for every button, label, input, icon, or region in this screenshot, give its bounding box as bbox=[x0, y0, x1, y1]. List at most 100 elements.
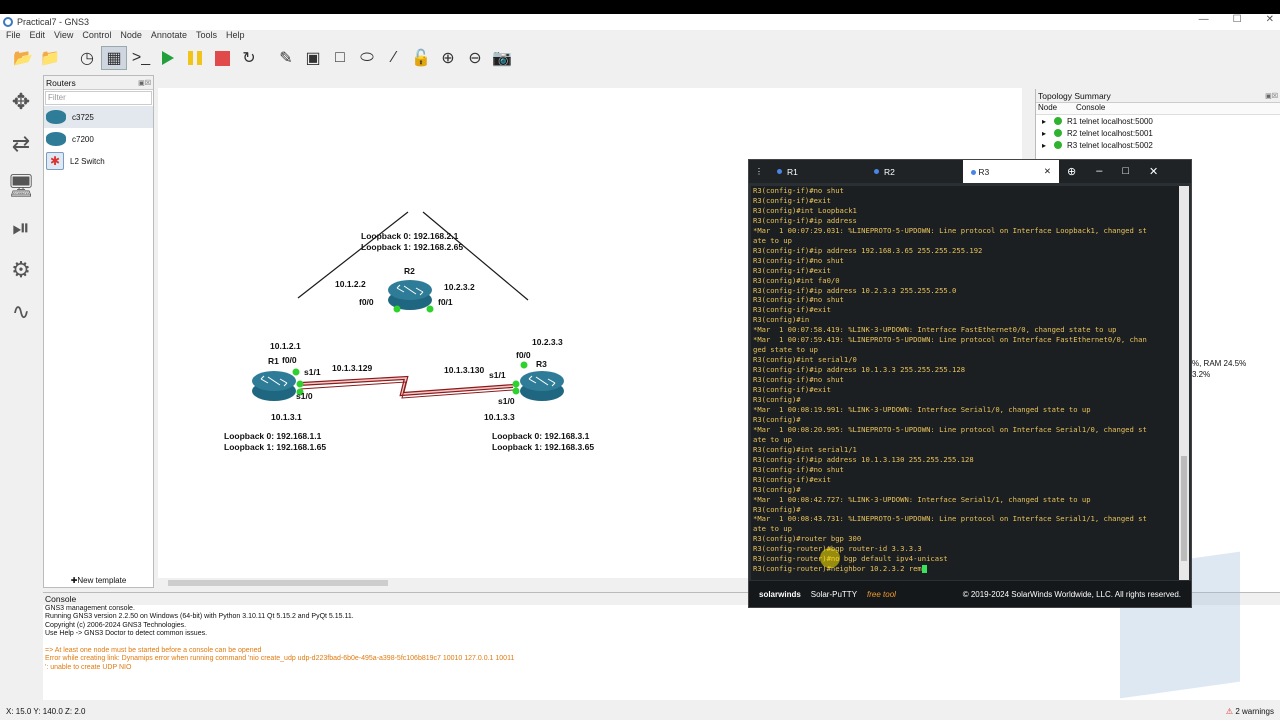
tab-r1[interactable]: R1 bbox=[769, 160, 866, 183]
browse-security-devices-icon[interactable]: ⏯ bbox=[12, 215, 30, 240]
r3-s11-label: s1/1 bbox=[489, 370, 506, 380]
device-item-c7200[interactable]: c7200 bbox=[44, 128, 153, 150]
close-tab-icon[interactable]: ✕ bbox=[1043, 166, 1051, 176]
copyright-text: © 2019-2024 SolarWinds Worldwide, LLC. A… bbox=[962, 589, 1181, 599]
port-r1-s10[interactable] bbox=[296, 388, 304, 396]
r2-ip-left-label: 10.1.2.2 bbox=[335, 279, 366, 289]
menu-annotate[interactable]: Annotate bbox=[150, 30, 187, 40]
column-node[interactable]: Node bbox=[1038, 103, 1058, 112]
console-all-icon[interactable]: >_ bbox=[131, 49, 151, 66]
device-item-l2-switch[interactable]: ✱ L2 Switch bbox=[44, 150, 153, 172]
terminal-output[interactable]: R3(config-if)#no shut R3(config-if)#exit… bbox=[751, 186, 1180, 580]
snapshot-clock-icon[interactable]: ◷ bbox=[80, 50, 94, 67]
r2-ip-right-label: 10.2.3.2 bbox=[444, 282, 475, 292]
device-item-c3725[interactable]: c3725 bbox=[44, 106, 153, 128]
menu-control[interactable]: Control bbox=[82, 30, 112, 40]
port-r3-s10[interactable] bbox=[512, 387, 520, 395]
ellipse-icon[interactable]: ⬭ bbox=[360, 49, 374, 66]
zoom-in-icon[interactable]: ⊕ bbox=[441, 50, 455, 67]
warnings-indicator[interactable]: ⚠ 2 warnings bbox=[1225, 706, 1274, 716]
serial-ip-left-label: 10.1.3.129 bbox=[332, 363, 372, 373]
r2-name-label[interactable]: R2 bbox=[404, 266, 415, 276]
zoom-out-icon[interactable]: ⊖ bbox=[468, 50, 482, 67]
tab-status-icon bbox=[971, 169, 976, 175]
putty-minimize-button[interactable]: – bbox=[1096, 165, 1103, 177]
tab-r3[interactable]: R3✕ bbox=[963, 160, 1059, 183]
router-r2[interactable] bbox=[388, 280, 432, 310]
topology-row-r1[interactable]: ▸R1 telnet localhost:5000 bbox=[1042, 116, 1153, 126]
menu-node[interactable]: Node bbox=[120, 30, 142, 40]
menu-file[interactable]: File bbox=[6, 30, 21, 40]
insert-image-icon[interactable]: ▣ bbox=[305, 50, 321, 67]
port-r3-f00[interactable] bbox=[520, 361, 528, 369]
browse-switches-icon[interactable]: ⇄ bbox=[11, 131, 31, 156]
product-name: Solar-PuTTY bbox=[810, 589, 858, 599]
compute-resource-text: %, RAM 24.5% 3.2% bbox=[1192, 359, 1247, 379]
serial-link-s10[interactable] bbox=[299, 381, 514, 399]
topology-row-r3[interactable]: ▸R3 telnet localhost:5002 bbox=[1042, 140, 1153, 150]
line-icon[interactable]: ∕ bbox=[392, 49, 396, 66]
column-console[interactable]: Console bbox=[1076, 103, 1106, 112]
maximize-button[interactable]: ☐ bbox=[1232, 14, 1242, 25]
putty-maximize-button[interactable]: □ bbox=[1122, 165, 1129, 177]
router-r3[interactable] bbox=[520, 371, 564, 401]
new-template-button[interactable]: ✚New template bbox=[70, 576, 127, 585]
tab-status-icon bbox=[777, 169, 782, 174]
port-r3-s11[interactable] bbox=[512, 380, 520, 388]
rectangle-icon[interactable]: □ bbox=[335, 49, 345, 66]
browse-end-devices-icon[interactable]: 🖥 bbox=[7, 173, 35, 198]
show-interfaces-icon[interactable]: ▦ bbox=[101, 46, 127, 70]
browse-routers-icon[interactable]: ✥ bbox=[11, 89, 31, 114]
terminal-tab-bar: ⋮ R1 R2 R3✕ ⊕ – □ ✕ bbox=[749, 160, 1191, 183]
menu-view[interactable]: View bbox=[54, 30, 74, 40]
new-session-icon[interactable]: ⊕ bbox=[1067, 166, 1077, 178]
link-r2-r3[interactable] bbox=[422, 211, 529, 301]
routers-panel: Routers ▣☒ Filter c3725 c7200 ✱ L2 Switc… bbox=[43, 75, 154, 588]
panel-float-close-icon[interactable]: ▣☒ bbox=[138, 79, 151, 87]
terminal-scrollbar[interactable] bbox=[1179, 186, 1189, 580]
r3-name-label[interactable]: R3 bbox=[536, 359, 547, 369]
stop-icon[interactable] bbox=[209, 46, 235, 70]
r2-loopback0-label: Loopback 0: 192.168.2.1 bbox=[361, 231, 459, 241]
reload-icon[interactable]: ↻ bbox=[242, 50, 256, 67]
start-icon[interactable] bbox=[155, 46, 181, 70]
menu-bar: File Edit View Control Node Annotate Too… bbox=[0, 30, 1280, 42]
r1-s10-label: s1/0 bbox=[296, 391, 313, 401]
console-line: Running GNS3 version 2.2.50 on Windows (… bbox=[45, 613, 354, 621]
suspend-icon[interactable] bbox=[182, 46, 208, 70]
tab-r2[interactable]: R2 bbox=[866, 160, 963, 183]
open-folder-icon[interactable]: 📂 bbox=[13, 50, 33, 67]
open-project-icon[interactable]: 📁 bbox=[40, 50, 60, 67]
cursor-coordinates: X: 15.0 Y: 140.0 Z: 2.0 bbox=[6, 706, 86, 716]
menu-edit[interactable]: Edit bbox=[29, 30, 46, 40]
status-bar: X: 15.0 Y: 140.0 Z: 2.0 ⚠ 2 warnings bbox=[0, 702, 1280, 720]
status-dot-icon bbox=[1054, 117, 1063, 125]
browse-all-devices-icon[interactable]: ⚙ bbox=[11, 257, 31, 282]
putty-close-button[interactable]: ✕ bbox=[1149, 166, 1159, 178]
menu-help[interactable]: Help bbox=[225, 30, 245, 40]
port-r1-s11[interactable] bbox=[296, 380, 304, 388]
add-link-icon[interactable]: ∿ bbox=[11, 299, 31, 324]
panel-float-close-icon[interactable]: ▣☒ bbox=[1265, 92, 1278, 100]
gns3-window: Practical7 - GNS3 — ☐ ✕ File Edit View C… bbox=[0, 14, 1280, 720]
canvas-horizontal-scrollbar[interactable] bbox=[158, 578, 1022, 588]
screenshot-icon[interactable]: 📷 bbox=[492, 50, 512, 67]
menu-tools[interactable]: Tools bbox=[195, 30, 217, 40]
r1-name-label[interactable]: R1 bbox=[268, 356, 279, 366]
router-r1[interactable] bbox=[252, 371, 296, 401]
gns3-app-icon bbox=[3, 17, 13, 27]
port-r1-f00[interactable] bbox=[292, 368, 300, 376]
topology-row-r2[interactable]: ▸R2 telnet localhost:5001 bbox=[1042, 128, 1153, 138]
port-r2-f01[interactable] bbox=[426, 305, 434, 313]
device-type-bar: ✥ ⇄ 🖥 ⏯ ⚙ ∿ bbox=[0, 74, 42, 694]
lock-icon[interactable]: 🔓 bbox=[411, 50, 431, 67]
minimize-button[interactable]: — bbox=[1198, 14, 1209, 25]
menu-dots-icon[interactable]: ⋮ bbox=[754, 166, 764, 176]
free-tool-label: free tool bbox=[867, 589, 896, 599]
edit-note-icon[interactable]: ✎ bbox=[279, 50, 293, 67]
serial-link-s11[interactable] bbox=[299, 375, 514, 397]
link-r1-r2[interactable] bbox=[297, 211, 409, 299]
port-r2-f00[interactable] bbox=[393, 305, 401, 313]
close-button[interactable]: ✕ bbox=[1265, 14, 1274, 25]
filter-input[interactable]: Filter bbox=[45, 91, 152, 105]
